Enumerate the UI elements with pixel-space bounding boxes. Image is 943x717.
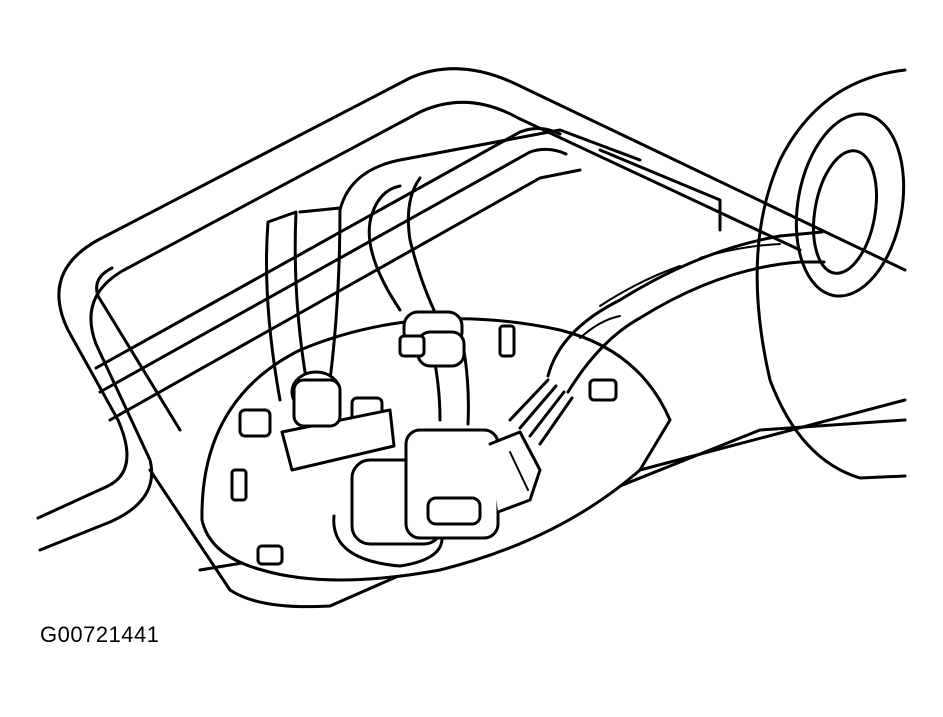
wiring-harness: [508, 230, 826, 446]
figure-id-label: G00721441: [40, 622, 160, 647]
electrical-connector: [332, 428, 542, 568]
outlet-fitting: [280, 370, 396, 472]
filler-neck: [755, 68, 907, 480]
mounting-bolts: [230, 324, 618, 566]
